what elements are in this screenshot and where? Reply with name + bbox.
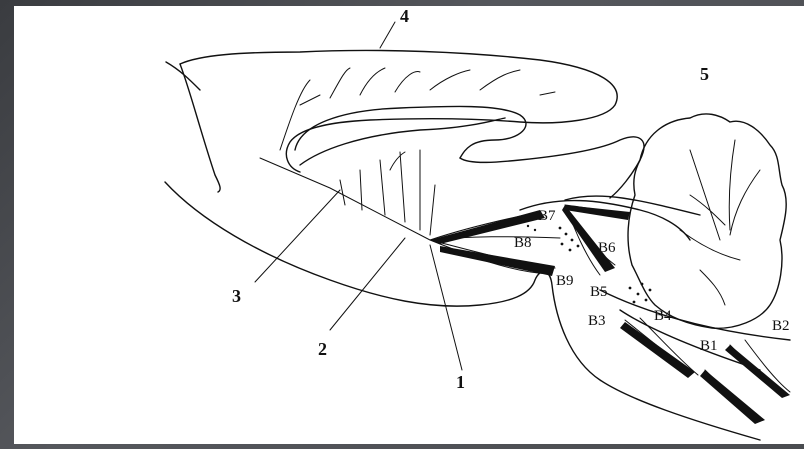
label-B1: B1 bbox=[700, 338, 718, 354]
label-4: 4 bbox=[400, 6, 409, 26]
label-B8: B8 bbox=[514, 235, 532, 251]
label-1: 1 bbox=[456, 372, 465, 392]
label-B2: B2 bbox=[772, 318, 790, 334]
label-B6: B6 bbox=[598, 240, 616, 256]
label-B7: B7 bbox=[538, 208, 556, 224]
corpus-callosum bbox=[295, 106, 526, 165]
tuft-b2 bbox=[725, 345, 790, 398]
fiber-cortex-branches bbox=[260, 68, 555, 240]
fiber-b3-b1-b2 bbox=[625, 318, 790, 418]
tuft-b9 bbox=[440, 246, 555, 276]
label-B3: B3 bbox=[588, 313, 606, 329]
label-5: 5 bbox=[700, 64, 709, 84]
label-B9: B9 bbox=[556, 273, 574, 289]
fornix-curve bbox=[460, 137, 644, 198]
cortex-outline bbox=[166, 50, 617, 172]
fiber-septal-branches bbox=[340, 150, 435, 235]
label-2: 2 bbox=[318, 339, 327, 359]
ink-tufts bbox=[430, 205, 790, 424]
cortex-pointer-lines bbox=[255, 22, 462, 370]
cortex-front bbox=[180, 64, 220, 192]
cerebellum-folia bbox=[680, 140, 760, 305]
label-B5: B5 bbox=[590, 284, 608, 300]
tuft-b1 bbox=[700, 370, 765, 424]
label-3: 3 bbox=[232, 286, 241, 306]
label-B4: B4 bbox=[654, 308, 672, 324]
cerebellum bbox=[628, 114, 786, 328]
